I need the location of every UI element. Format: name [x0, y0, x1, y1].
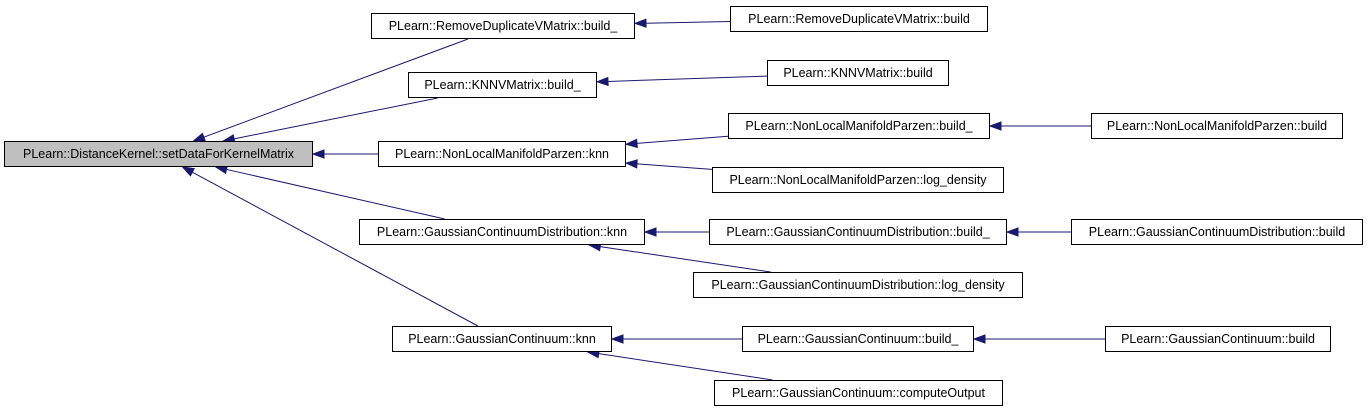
- arrowhead-nlmp_knn: [624, 138, 638, 149]
- node-distance-kernel-set-data-for-kernel-matrix: PLearn::DistanceKernel::setDataForKernel…: [4, 141, 313, 167]
- edge-nlmp_log_density-to-nlmp_knn: [636, 163, 713, 170]
- arrowhead-gcd_build_: [1005, 227, 1019, 237]
- arrowhead-rdv_build_: [633, 18, 647, 28]
- arrowhead-nlmp_build_: [988, 121, 1002, 131]
- node-non-local-manifold-parzen-log-density[interactable]: PLearn::NonLocalManifoldParzen::log_dens…: [712, 167, 1004, 193]
- edge-gcd_knn-to-root: [226, 168, 445, 220]
- edge-gcd_log_density-to-gcd_knn: [600, 246, 771, 273]
- node-knnv-matrix-build[interactable]: PLearn::KNNVMatrix::build: [767, 60, 949, 86]
- edge-knnv_build-to-knnv_build_: [607, 75, 768, 82]
- node-non-local-manifold-parzen-knn[interactable]: PLearn::NonLocalManifoldParzen::knn: [378, 141, 626, 167]
- edge-nlmp_build_-to-nlmp_knn: [636, 135, 729, 144]
- node-gaussian-continuum-distribution-build[interactable]: PLearn::GaussianContinuumDistribution::b…: [1071, 219, 1363, 245]
- node-gaussian-continuum-build-underscore[interactable]: PLearn::GaussianContinuum::build_: [742, 326, 974, 352]
- node-non-local-manifold-parzen-build-underscore[interactable]: PLearn::NonLocalManifoldParzen::build_: [728, 113, 990, 139]
- arrowhead-root: [181, 166, 195, 177]
- arrowhead-nlmp_knn: [624, 159, 638, 169]
- node-gaussian-continuum-compute-output[interactable]: PLearn::GaussianContinuum::computeOutput: [714, 380, 1003, 406]
- node-remove-duplicate-vmatrix-build[interactable]: PLearn::RemoveDuplicateVMatrix::build: [730, 6, 988, 32]
- arrowhead-root: [311, 149, 325, 159]
- node-gaussian-continuum-build[interactable]: PLearn::GaussianContinuum::build: [1105, 326, 1331, 352]
- arrowhead-root: [192, 132, 206, 142]
- arrowhead-gc_knn: [610, 334, 624, 344]
- edge-rdv_build_-to-root: [203, 38, 469, 138]
- arrowhead-gc_build_: [972, 334, 986, 344]
- node-gaussian-continuum-knn[interactable]: PLearn::GaussianContinuum::knn: [392, 326, 612, 352]
- edge-gc_knn-to-root: [192, 171, 479, 327]
- node-non-local-manifold-parzen-build[interactable]: PLearn::NonLocalManifoldParzen::build: [1091, 113, 1343, 139]
- node-gaussian-continuum-distribution-log-density[interactable]: PLearn::GaussianContinuumDistribution::l…: [693, 272, 1023, 298]
- arrowhead-knnv_build_: [595, 76, 609, 87]
- edge-gc_computeOutput-to-gc_knn: [598, 353, 773, 381]
- edge-knnv_build_-to-root: [233, 97, 438, 140]
- arrowhead-gcd_knn: [643, 227, 657, 237]
- edge-rdv_build-to-rdv_build_: [645, 21, 731, 24]
- node-gaussian-continuum-distribution-build-underscore[interactable]: PLearn::GaussianContinuumDistribution::b…: [709, 219, 1007, 245]
- node-knnv-matrix-build-underscore[interactable]: PLearn::KNNVMatrix::build_: [408, 72, 597, 98]
- node-gaussian-continuum-distribution-knn[interactable]: PLearn::GaussianContinuumDistribution::k…: [359, 219, 645, 245]
- node-remove-duplicate-vmatrix-build-underscore[interactable]: PLearn::RemoveDuplicateVMatrix::build_: [371, 13, 635, 39]
